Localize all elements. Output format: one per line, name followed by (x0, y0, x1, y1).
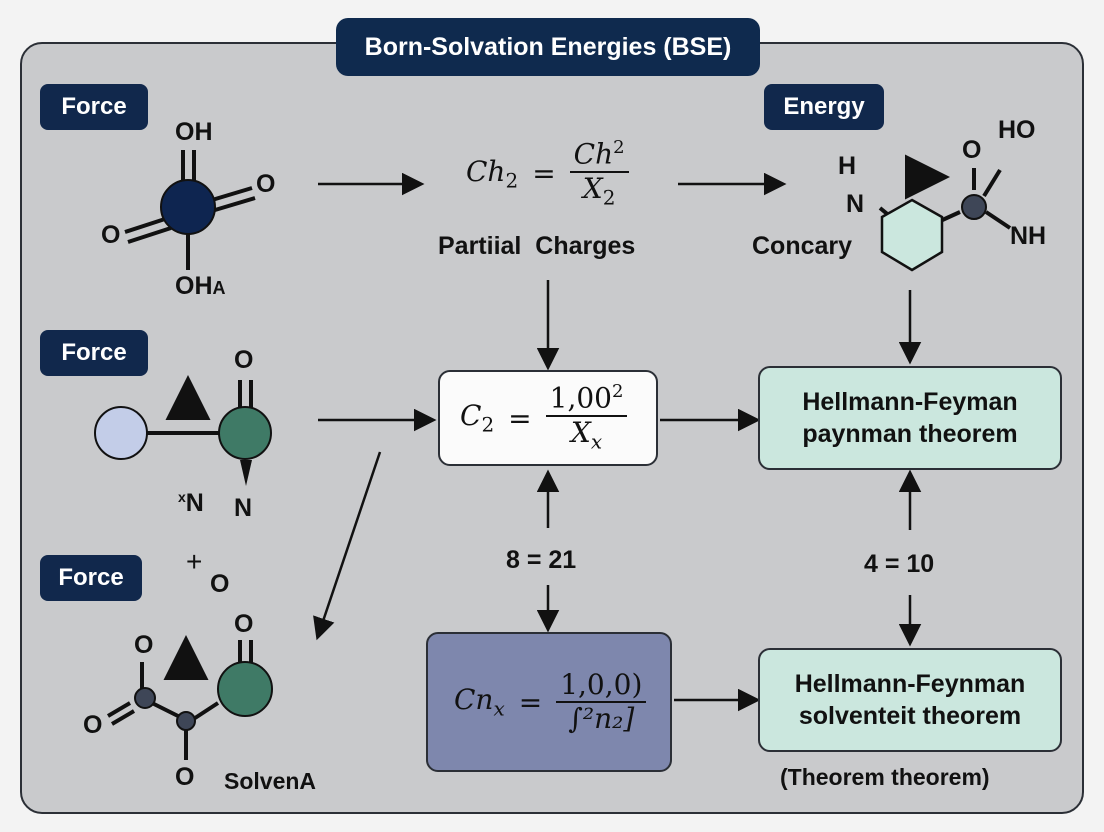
molecule-2-green-atom (218, 406, 272, 460)
mol2-o-top-label: O (234, 346, 254, 374)
molecule-3-small-atom-left (134, 687, 156, 709)
theorem-bottom-line2: solventeit theorem (798, 702, 1022, 730)
hexagon-ring (880, 198, 944, 272)
energy-molecule-atom (961, 194, 987, 220)
equation-right: 4 = 10 (864, 550, 935, 578)
theorem-box-bottom: Hellmann-Feynman solventeit theorem (758, 648, 1062, 752)
mol1-o-right-label: O (256, 170, 276, 198)
theorem-box-top-text: Hellmann-Feyman paynman theorem (760, 368, 1060, 468)
molecule-3-small-atom-center (176, 711, 196, 731)
formula-center: C2 = 1,002 Xx (460, 372, 628, 464)
mol2-n-right-label: N (234, 494, 253, 522)
mol3-o-left-label: O (83, 711, 103, 739)
mol3-o-top-left-label: O (134, 631, 154, 659)
molecule-1-bonds (124, 150, 256, 270)
concary-caption: Concary (752, 232, 853, 260)
theorem-box-top: Hellmann-Feyman paynman theorem (758, 366, 1062, 470)
molecule-3-bonds (106, 640, 253, 760)
molecule-2-wedge-bond (240, 460, 252, 486)
mol1-o-left-label: O (101, 221, 121, 249)
theorem-top-line1: Hellmann-Feyman (802, 388, 1018, 416)
molecule-1-center-atom (160, 179, 216, 235)
flow-arrows (313, 172, 922, 712)
mol3-plus-sign: + (186, 546, 203, 577)
energy-nh-label: NH (1010, 222, 1047, 250)
mol3-o-top-right-label: O (234, 610, 254, 638)
mol1-oh-bottom-label: OHA (175, 272, 226, 300)
mol2-n-left-label: xN (178, 489, 204, 517)
theorem-box-bottom-text: Hellmann-Feynman solventeit theorem (760, 650, 1060, 750)
formula-center-box: C2 = 1,002 Xx (438, 370, 658, 466)
theorem-top-line2: paynman theorem (802, 420, 1018, 448)
energy-ho-label: HO (998, 116, 1036, 144)
mol1-oh-top-label: OH (175, 118, 213, 146)
formula-bottom-box: Cnx = 1,0,0) ∫²n₂] (426, 632, 672, 772)
formula-bottom: Cnx = 1,0,0) ∫²n₂] (454, 634, 647, 770)
mol3-o-bottom-label: O (175, 763, 195, 791)
energy-n-label: N (846, 190, 865, 218)
partial-charges-caption: Partiial Charges (438, 232, 636, 260)
molecule-2-bonds (146, 380, 253, 435)
mol3-o-plus-label: O (210, 570, 230, 598)
page-title: Born-Solvation Energies (BSE) (336, 18, 760, 76)
energy-o-label: O (962, 136, 982, 164)
arrow-diagonal (313, 451, 382, 641)
solvent-caption: SolvenA (224, 768, 317, 794)
equation-left: 8 = 21 (506, 546, 577, 574)
formula-top: Ch2 = Ch2 X2 (466, 137, 629, 209)
energy-badge: Energy (764, 84, 884, 130)
theorem-caption: (Theorem theorem) (780, 764, 990, 790)
force-badge-1: Force (40, 84, 148, 130)
force-badge-3: Force (40, 555, 142, 601)
force-badge-2: Force (40, 330, 148, 376)
molecule-2-light-atom (94, 406, 148, 460)
theorem-bottom-line1: Hellmann-Feynman (794, 670, 1026, 698)
energy-h-label: H (838, 152, 857, 180)
molecule-3-green-atom (217, 661, 273, 717)
